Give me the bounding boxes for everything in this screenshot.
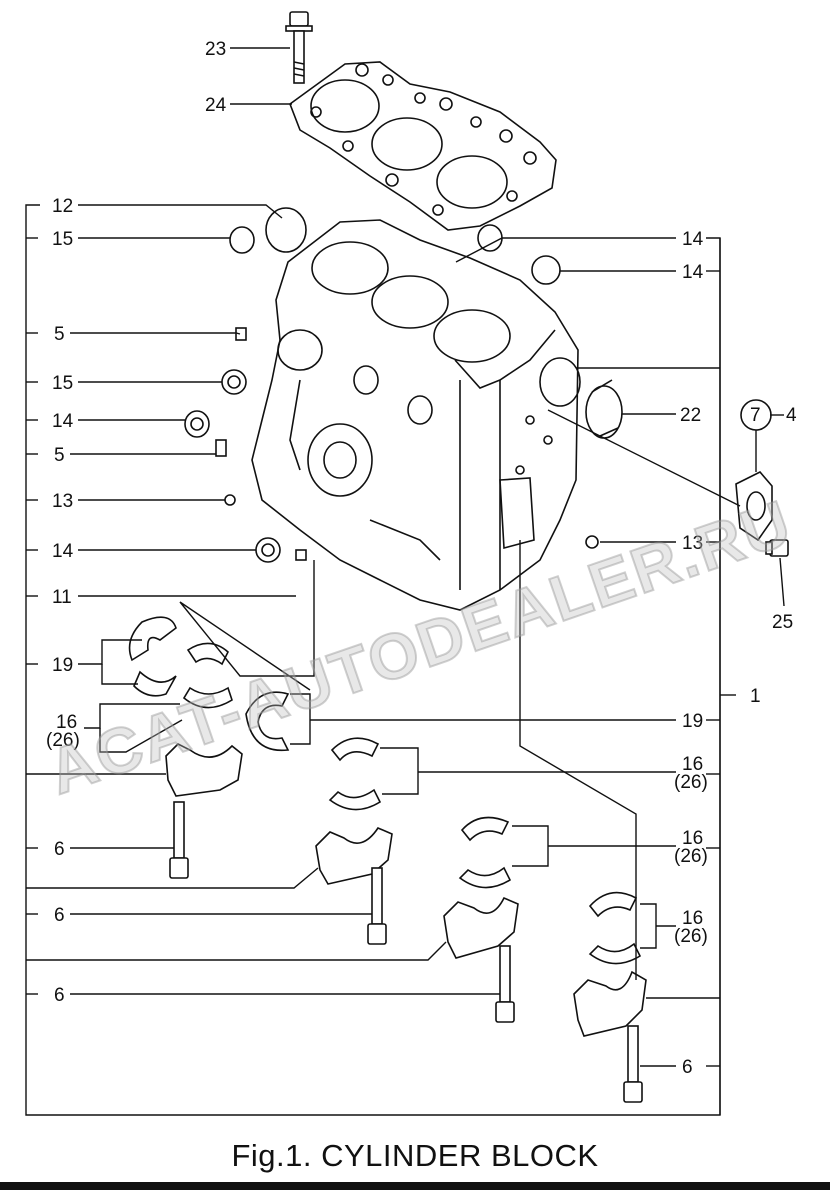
bearing-pair-3 xyxy=(458,816,512,889)
callout-12: 12 xyxy=(52,196,73,217)
callout-26-right-a: (26) xyxy=(674,772,708,793)
callout-13-right: 13 xyxy=(682,533,703,554)
pin-11 xyxy=(295,549,307,561)
plug-15-top xyxy=(229,226,255,254)
head-bolt xyxy=(285,11,313,84)
screw-5-mid xyxy=(215,439,227,457)
cap-bolt-3 xyxy=(495,945,515,1023)
screw-5-top xyxy=(235,327,247,341)
bottom-border xyxy=(0,1182,830,1190)
pin-13-right xyxy=(585,535,599,549)
callout-14-low: 14 xyxy=(52,541,74,562)
callout-15-mid: 15 xyxy=(52,373,73,394)
cover-plate-4 xyxy=(735,471,773,542)
callout-14-right-second: 14 xyxy=(682,262,704,283)
callout-25: 25 xyxy=(772,612,793,633)
seal-14-mid xyxy=(184,410,210,438)
callout-4: 4 xyxy=(786,405,797,426)
plug-14-top xyxy=(477,224,503,252)
callout-22: 22 xyxy=(680,405,701,426)
callout-labels: 23 24 12 15 5 15 14 5 13 14 11 19 16 (26… xyxy=(46,39,797,1078)
callout-15-top: 15 xyxy=(52,229,73,250)
bearing-pair-4 xyxy=(588,891,642,965)
callout-6-first: 6 xyxy=(54,839,65,860)
thrust-washer-left-lower xyxy=(133,670,177,697)
bearing-pair-2 xyxy=(328,737,382,811)
bearing-cap-1 xyxy=(165,743,243,797)
callout-14-mid: 14 xyxy=(52,411,74,432)
callout-5-mid: 5 xyxy=(54,445,65,466)
plug-12 xyxy=(265,207,307,253)
bolt-25 xyxy=(765,539,789,557)
callout-19-left: 19 xyxy=(52,655,73,676)
callout-1: 1 xyxy=(750,686,761,707)
seal-14-low xyxy=(255,537,281,563)
callout-26-left: (26) xyxy=(46,730,80,751)
callout-13-left: 13 xyxy=(52,491,73,512)
bearing-lower-1 xyxy=(182,686,233,709)
callout-16-right-b: 16 xyxy=(682,828,703,849)
cap-bolt-1 xyxy=(169,801,189,879)
callout-26-right-c: (26) xyxy=(674,926,708,947)
bearing-cap-4 xyxy=(573,970,647,1037)
thrust-washer-mid xyxy=(245,691,290,752)
callout-26-right-b: (26) xyxy=(674,846,708,867)
callout-7: 7 xyxy=(750,405,761,426)
callout-23: 23 xyxy=(205,39,226,60)
cap-bolt-2 xyxy=(367,867,387,945)
cylinder-block xyxy=(251,219,581,611)
figure-caption: Fig.1. CYLINDER BLOCK xyxy=(231,1138,599,1173)
callout-6-second: 6 xyxy=(54,905,65,926)
callout-16-right-a: 16 xyxy=(682,754,703,775)
head-gasket xyxy=(289,61,557,231)
callout-16-right-c: 16 xyxy=(682,908,703,929)
seal-15 xyxy=(221,369,247,395)
callout-6-third: 6 xyxy=(54,985,65,1006)
callout-24: 24 xyxy=(205,95,227,116)
thrust-washer-left-upper xyxy=(128,616,177,662)
bearing-cap-3 xyxy=(443,896,519,959)
callout-5-top: 5 xyxy=(54,324,65,345)
callout-16-left: 16 xyxy=(56,712,77,733)
plug-14-right xyxy=(531,255,561,285)
callout-19-right: 19 xyxy=(682,711,703,732)
camshaft-bushing xyxy=(585,379,623,439)
cap-bolt-4 xyxy=(623,1025,643,1103)
leader-lines xyxy=(25,47,785,1116)
pin-13-left xyxy=(224,494,236,506)
callout-14-right-top: 14 xyxy=(682,229,704,250)
callout-11: 11 xyxy=(52,587,72,608)
callout-6-right: 6 xyxy=(682,1057,693,1078)
